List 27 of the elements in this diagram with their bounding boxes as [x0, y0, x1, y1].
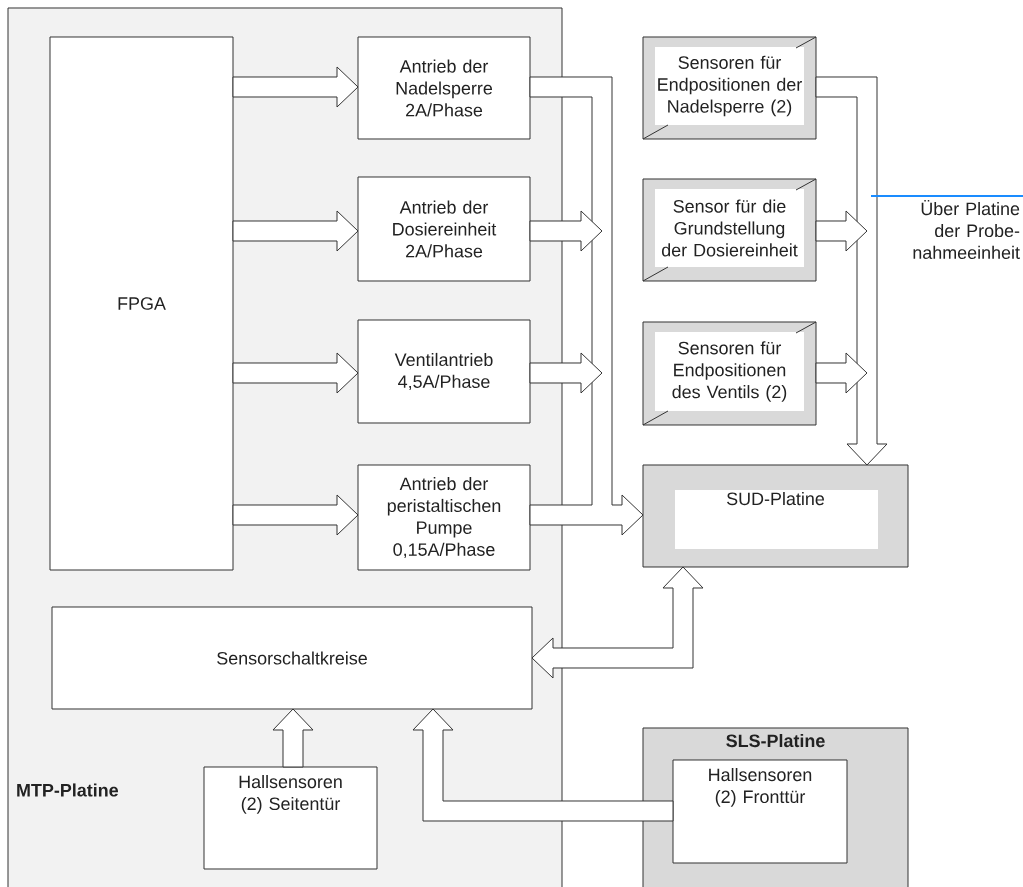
hollow-arrow [272, 708, 314, 768]
block-box: Antrieb der peristaltischen Pumpe 0,15A/Phase [357, 464, 531, 571]
block-box: Hallsensoren (2) Fronttür [672, 759, 848, 864]
block-box: Antrieb der Dosiereinheit 2A/Phase [357, 176, 531, 282]
hollow-arrow [529, 210, 603, 252]
hollow-arrow [529, 352, 603, 394]
hollow-arrow [412, 708, 674, 822]
hollow-arrow [232, 210, 359, 252]
hollow-arrow [232, 66, 359, 108]
leader-line [870, 195, 1023, 197]
hollow-arrow [531, 566, 704, 679]
block-box: Antrieb der Nadelsperre 2A/Phase [357, 36, 531, 140]
sensor-box: Sensoren für Endpositionen des Ventils (2) [642, 321, 817, 426]
hollow-arrow [815, 76, 888, 466]
hollow-arrow [815, 352, 868, 394]
hollow-arrow [232, 352, 359, 394]
board-box: SUD-Platine [642, 464, 909, 568]
hollow-arrow [529, 76, 644, 536]
block-box: FPGA [49, 36, 234, 571]
block-box: Sensorschaltkreise [51, 606, 533, 710]
sensor-box: Sensoren für Endpositionen der Nadelsperre (2) [642, 36, 817, 140]
hollow-arrow [815, 210, 868, 252]
block-box: Hallsensoren (2) Seitentür [203, 766, 378, 870]
block-box: Ventilantrieb 4,5A/Phase [357, 319, 531, 424]
sensor-box: Sensor für die Grundstellung der Dosiereinheit [642, 178, 817, 282]
hollow-arrow [232, 494, 359, 536]
note-text: Über Platine der Probe- nahmeeinheit [913, 200, 1020, 259]
